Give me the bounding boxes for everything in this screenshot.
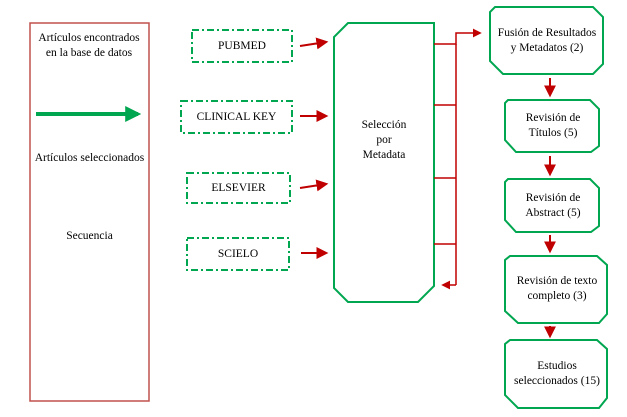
selection-label: Selección por Metadata <box>361 119 407 161</box>
step-label-4: Revisión de texto completo (3) <box>516 275 598 302</box>
connector-top <box>434 28 482 45</box>
source-label-pubmed: PUBMED <box>218 39 266 52</box>
legend-selected-label: Artículos seleccionados <box>34 152 145 164</box>
source-box-elsevier <box>186 172 291 204</box>
legend-found-label: Artículos encontrados en la base de dato… <box>38 32 140 59</box>
step-label-3: Revisión de Abstract (5) <box>525 192 581 219</box>
source-box-scielo <box>186 237 290 271</box>
legend-frame <box>29 22 150 402</box>
step-box-1 <box>489 6 604 75</box>
arrow-elsevier <box>299 179 329 192</box>
step-label-5: Estudios seleccionados (15) <box>514 360 600 387</box>
source-box-pubmed <box>191 29 293 63</box>
step-label-2: Revisión de Títulos (5) <box>525 112 581 139</box>
source-box-clinical-key <box>180 100 293 134</box>
step-box-2 <box>504 99 600 153</box>
source-label-scielo: SCIELO <box>217 247 259 260</box>
step-box-4 <box>504 255 608 324</box>
selection-box <box>333 22 435 303</box>
arrow-pubmed <box>299 37 329 50</box>
step-box-5 <box>504 339 608 409</box>
legend-sequence-label: Secuencia <box>66 230 113 242</box>
source-label-elsevier: ELSEVIER <box>211 181 266 194</box>
source-label-clinical-key: CLINICAL KEY <box>196 110 277 123</box>
step-box-3 <box>504 178 600 233</box>
step-label-1: Fusión de Resultados y Metadatos (2) <box>497 27 597 54</box>
